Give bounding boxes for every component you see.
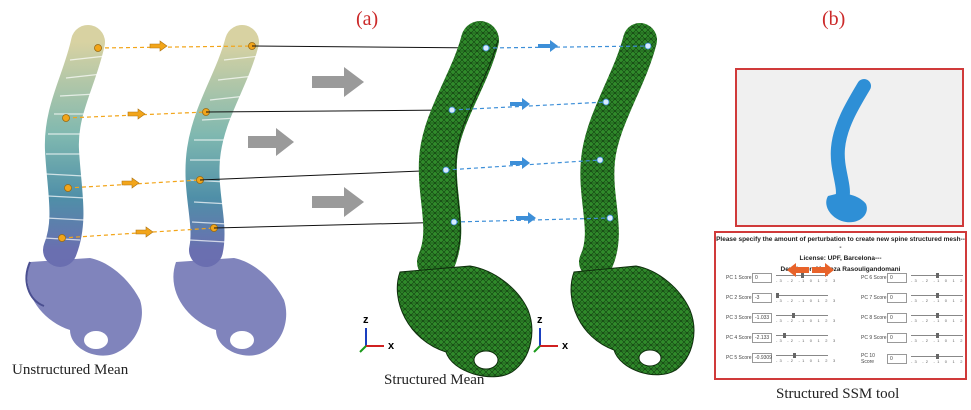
pc-score-input[interactable]: 0 [887,333,907,343]
left-arrow-icon[interactable] [787,263,809,277]
pc-score-label: PC 6 Score [861,275,887,281]
pc-score-slider[interactable]: -3 -2 -1 0 1 2 3 [776,313,828,323]
panel-label-b: (b) [822,8,845,31]
slider-tick-labels: -3 -2 -1 0 1 2 3 [911,298,963,303]
pc-score-label: PC 10 Score [861,353,887,365]
axis-triad-icon [360,328,384,352]
caption-structured-mean: Structured Mean [384,372,484,389]
right-arrow-icon [122,178,139,188]
pc-score-input[interactable]: 0 [887,313,907,323]
pc-score-slider[interactable]: -3 -2 -1 0 1 2 3 [911,293,963,303]
process-arrows [248,67,364,217]
pc-score-input[interactable]: 0 [887,273,907,283]
panel-label-a: (a) [356,8,378,31]
pc-score-label: PC 7 Score [861,295,887,301]
pc-score-slider[interactable]: -3 -2 -1 0 1 2 3 [776,333,828,343]
pc-score-label: PC 1 Score [726,275,752,281]
ssm-header-line2: License: UPF, Barcelona--- [716,255,965,263]
slider-tick-labels: -3 -2 -1 0 1 2 3 [911,318,963,323]
right-arrow-icon [510,157,530,169]
right-arrow-icon [128,109,145,119]
pc-score-label: PC 8 Score [861,315,887,321]
slider-tick-labels: -3 -2 -1 0 1 2 3 [911,278,963,283]
ssm-header-line1: Please specify the amount of perturbatio… [716,236,965,252]
pc-score-slider[interactable]: -3 -2 -1 0 1 2 3 [911,333,963,343]
axis-x-label: x [388,340,394,352]
pc-score-slider[interactable]: -3 -2 -1 0 1 2 3 [911,273,963,283]
pc-score-label: PC 3 Score [726,315,752,321]
pc-score-input[interactable]: -1.033 [752,313,772,323]
pc-score-label: PC 5 Score [726,355,752,361]
pc-score-row: PC 3 Score-1.033 -3 -2 -1 0 1 2 3 [726,313,828,323]
pc-score-slider[interactable]: -3 -2 -1 0 1 2 3 [911,354,963,364]
slider-tick-labels: -3 -2 -1 0 1 2 3 [911,359,963,364]
pc-score-label: PC 4 Score [726,335,752,341]
axis-triad-icon [534,328,558,352]
ssm-tool-panel: Please specify the amount of perturbatio… [714,231,967,380]
right-arrow-icon [248,128,294,156]
mesh-arrows-blue [510,40,558,224]
slider-tick-labels: -3 -2 -1 0 1 2 3 [911,338,963,343]
pc-score-row: PC 4 Score-2.133 -3 -2 -1 0 1 2 3 [726,333,828,343]
right-arrow-icon [510,98,530,110]
structured-mesh-spine-2 [571,40,694,375]
pc-score-input[interactable]: 0 [887,293,907,303]
slider-tick-labels: -3 -2 -1 0 1 2 3 [776,278,828,283]
landmark-arrows-orange [122,41,167,237]
axis-x-label: x [562,340,568,352]
slider-tick-labels: -3 -2 -1 0 1 2 3 [776,318,828,323]
caption-ssm-tool: Structured SSM tool [776,386,899,403]
right-arrow-icon[interactable] [812,263,834,277]
pc-score-slider[interactable]: -3 -2 -1 0 1 2 3 [911,313,963,323]
pc-score-input[interactable]: 0 [752,273,772,283]
pc-score-input[interactable]: -3 [752,293,772,303]
right-arrow-icon [312,187,364,217]
pc-score-input[interactable]: 0 [887,354,907,364]
right-arrow-icon [150,41,167,51]
pc-score-row: PC 2 Score-3 -3 -2 -1 0 1 2 3 [726,293,828,303]
right-arrow-icon [516,212,536,224]
slider-tick-labels: -3 -2 -1 0 1 2 3 [776,358,828,363]
right-arrow-icon [538,40,558,52]
pc-score-label: PC 9 Score [861,335,887,341]
caption-unstructured-mean: Unstructured Mean [12,362,128,379]
unstructured-spine-2 [173,42,286,356]
pc-score-slider[interactable]: -3 -2 -1 0 1 2 3 [776,353,828,363]
unstructured-spine-1 [26,42,141,356]
right-arrow-icon [312,67,364,97]
pc-score-input[interactable]: -2.133 [752,333,772,343]
pc-score-slider[interactable]: -3 -2 -1 0 1 2 3 [776,293,828,303]
axis-z-label: z [537,314,543,326]
structured-mesh-spine-1 [397,40,532,377]
pc-score-input[interactable]: -0.9309 [752,353,772,363]
axis-z-label: z [363,314,369,326]
pc-score-row: PC 5 Score-0.9309 -3 -2 -1 0 1 2 3 [726,353,828,363]
pc-score-label: PC 2 Score [726,295,752,301]
right-arrow-icon [136,227,153,237]
slider-tick-labels: -3 -2 -1 0 1 2 3 [776,338,828,343]
slider-tick-labels: -3 -2 -1 0 1 2 3 [776,298,828,303]
